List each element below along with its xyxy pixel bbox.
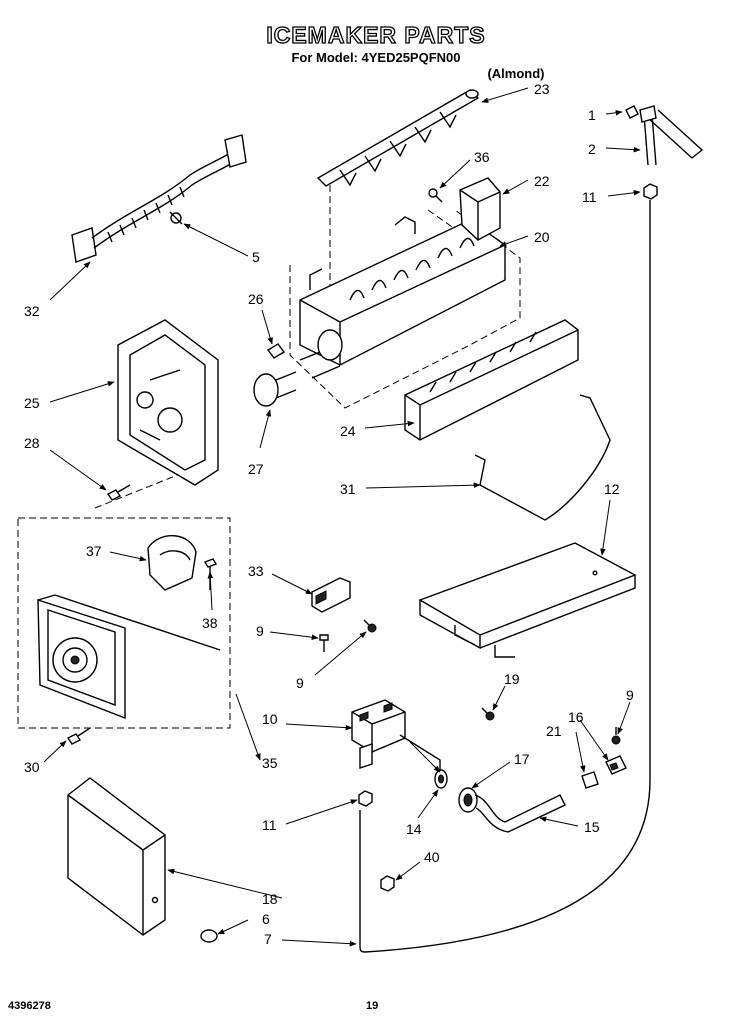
callout-40: 40	[424, 849, 440, 865]
screw-9c-part	[611, 727, 621, 745]
callout-21: 21	[546, 723, 562, 739]
callout-11a: 11	[582, 189, 597, 205]
callout-23: 23	[534, 81, 550, 97]
water-valve-10-part	[351, 699, 441, 770]
callout-2: 2	[588, 141, 596, 157]
clip-5-part	[169, 211, 183, 225]
page-number: 19	[366, 1000, 379, 1012]
wire-harness-32-part	[71, 134, 247, 263]
callout-33: 33	[248, 563, 264, 579]
fitting-1-part	[625, 105, 639, 119]
clip-26-part	[266, 343, 286, 359]
callout-26: 26	[248, 291, 264, 307]
callout-16: 16	[568, 709, 584, 725]
color-line: (Almond)	[487, 66, 545, 81]
screw-19-part	[481, 707, 495, 721]
callout-31: 31	[340, 481, 356, 497]
cover-18-part	[67, 777, 166, 936]
nut-11a-part	[643, 183, 658, 200]
water-tube-7-part	[359, 200, 651, 953]
callout-18: 18	[262, 891, 278, 907]
module-35-part	[37, 594, 221, 720]
callout-27: 27	[248, 461, 264, 477]
cover-24-part	[404, 319, 579, 441]
screw-9a-part	[319, 634, 329, 652]
model-line: For Model: 4YED25PQFN00	[291, 50, 461, 65]
callout-7: 7	[264, 931, 272, 947]
screw-36-part	[428, 188, 443, 203]
callout-6: 6	[262, 911, 270, 927]
bail-arm-31-part	[474, 394, 611, 521]
page-title: ICEMAKER PARTS	[266, 21, 486, 48]
bracket-33-part	[311, 577, 351, 613]
leader-lines	[43, 87, 641, 947]
thermostat-27-part	[253, 351, 341, 407]
callout-labels: 1 2 5 6 7 9 9 9 10 11 11 12 14 15 16 17 …	[24, 81, 634, 947]
fill-tube-15-part	[474, 794, 566, 833]
callout-30: 30	[24, 759, 40, 775]
callout-37: 37	[86, 543, 102, 559]
clamp-16-part	[605, 755, 627, 775]
doc-number: 4396278	[8, 1000, 51, 1012]
grommet-17-part	[458, 787, 478, 813]
callout-32: 32	[24, 303, 40, 319]
callout-15: 15	[584, 819, 600, 835]
callout-11b: 11	[262, 817, 277, 833]
screw-30-part	[66, 727, 91, 745]
fill-cup-part	[459, 177, 501, 241]
mounting-plate-12-part	[418, 542, 637, 658]
callout-28: 28	[24, 435, 40, 451]
icemaker-mold-part	[299, 216, 506, 366]
callout-35: 35	[262, 755, 278, 771]
screw-28-part	[106, 484, 131, 501]
tube-2-part	[639, 105, 704, 166]
motor-37-part	[147, 534, 197, 591]
callout-22: 22	[534, 173, 550, 189]
callout-25: 25	[24, 395, 40, 411]
ejector-part	[316, 89, 480, 187]
spacer-21-part	[581, 771, 599, 789]
callout-1: 1	[588, 107, 596, 123]
callout-9c: 9	[626, 687, 634, 703]
callout-9a: 9	[256, 623, 264, 639]
callout-14: 14	[406, 821, 422, 837]
callout-38: 38	[202, 615, 218, 631]
callout-19: 19	[504, 671, 520, 687]
callout-5: 5	[252, 249, 260, 265]
screw-9b-part	[363, 619, 377, 633]
nut-11b-part	[358, 790, 373, 807]
callout-9b: 9	[296, 675, 304, 691]
callout-36: 36	[474, 149, 490, 165]
plug-6-part	[200, 929, 218, 943]
control-housing-25-part	[117, 319, 219, 486]
callout-17: 17	[514, 751, 530, 767]
callout-12: 12	[604, 481, 620, 497]
nut-40-part	[380, 875, 395, 892]
callout-10: 10	[262, 711, 278, 727]
washer-14-part	[434, 769, 448, 789]
callout-24: 24	[340, 423, 356, 439]
callout-20: 20	[534, 229, 550, 245]
